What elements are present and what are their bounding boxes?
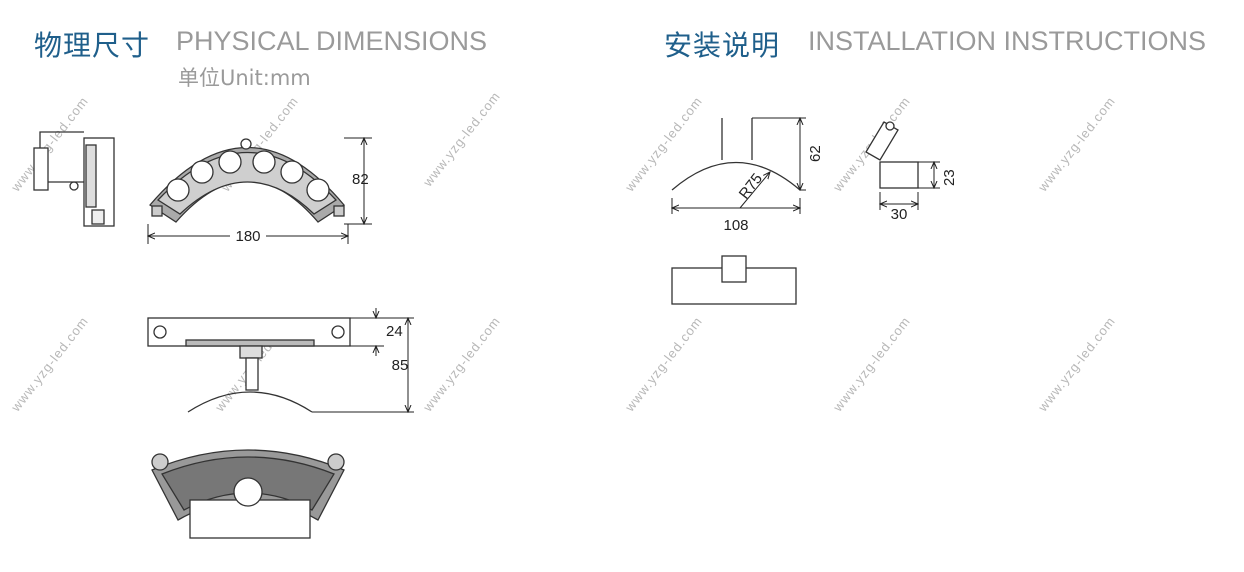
side-view-drawing xyxy=(33,131,115,227)
installation-clamp-drawing xyxy=(865,121,919,189)
dim-install-height: 62 xyxy=(807,145,824,162)
physical-title-en: PHYSICAL DIMENSIONS xyxy=(176,26,488,56)
dim-clamp-width: 30 xyxy=(891,206,908,223)
front-view-drawing xyxy=(149,138,345,223)
installation-title-en: INSTALLATION INSTRUCTIONS xyxy=(808,26,1207,56)
dim-install-width: 108 xyxy=(723,217,748,234)
dim-height: 82 xyxy=(352,171,369,188)
unit-label: 单位Unit:mm xyxy=(178,66,311,90)
dim-clamp-height: 23 xyxy=(941,169,958,186)
physical-title-cn: 物理尺寸 xyxy=(34,29,151,62)
dim-depth-total: 85 xyxy=(392,357,409,374)
installation-title-cn: 安装说明 xyxy=(664,29,781,62)
installation-bracket-drawing xyxy=(671,118,801,191)
dim-width: 180 xyxy=(235,228,260,245)
installation-plate-drawing xyxy=(671,255,797,305)
rear-view-drawing xyxy=(151,449,345,539)
top-view-drawing xyxy=(147,317,351,413)
dim-depth-top: 24 xyxy=(386,323,403,340)
dim-radius: R75 xyxy=(736,170,766,202)
